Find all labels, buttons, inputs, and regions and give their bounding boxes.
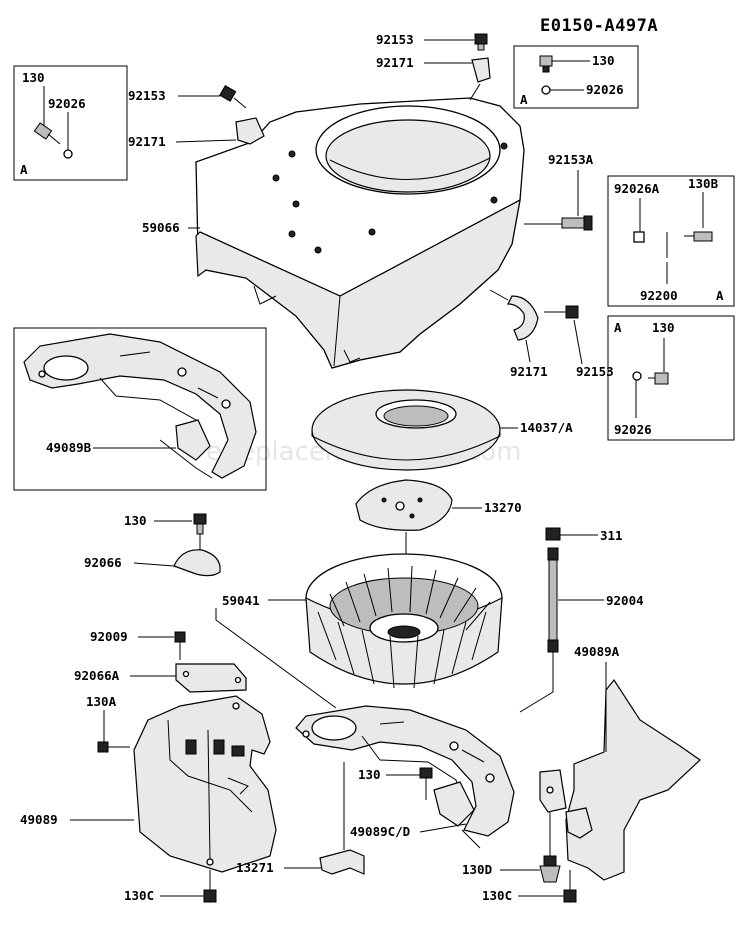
screen-14037-icon (311, 389, 501, 471)
plate-13270-icon (355, 479, 453, 560)
bolt-130-mid-icon (193, 513, 207, 535)
screw-92009-icon (174, 631, 186, 660)
inset-label-92200: 92200 (640, 288, 678, 303)
bolt-92153-top-icon (474, 33, 488, 51)
washer-92026-icon (541, 85, 551, 95)
inset-label-130: 130 (592, 53, 615, 68)
inset-box-a-top-right: 130 92026 A (513, 45, 639, 109)
label-92171-left: 92171 (128, 134, 166, 149)
baffle-49089cd-icon (295, 705, 515, 837)
label-130a: 130A (86, 694, 117, 709)
inset-label-130b: 130B (688, 176, 719, 191)
label-13271: 13271 (236, 860, 274, 875)
bolt-130-icon (33, 122, 61, 145)
label-130c-left: 130C (124, 888, 154, 903)
bolt-130a-icon (97, 741, 130, 753)
inset-label-92026: 92026 (48, 96, 86, 111)
nut-311-icon (545, 527, 561, 541)
label-49089: 49089 (20, 812, 58, 827)
inset-label-130: 130 (22, 70, 45, 85)
label-130d: 130D (462, 862, 492, 877)
inset-variant-label: A (20, 162, 28, 177)
bolt-130-lower-icon (419, 767, 433, 800)
clip-92171-left-icon (235, 117, 265, 145)
washer-92026-icon (632, 371, 642, 381)
label-49089b: 49089B (46, 440, 92, 455)
inset-label-92026a: 92026A (614, 181, 660, 196)
inset-box-right-lower: A 130 92026 (607, 315, 735, 441)
diagram-code: E0150-A497A (540, 16, 658, 36)
cover-92066a-icon (175, 663, 247, 693)
label-130-lower: 130 (358, 767, 381, 782)
bolt-130c-right-icon (563, 870, 577, 903)
clip-92171-right-icon (507, 295, 539, 341)
bolt-130b-icon (684, 231, 713, 242)
label-92153-top: 92153 (376, 32, 414, 47)
label-92171-right: 92171 (510, 364, 548, 379)
bolt-130d-icon (539, 812, 561, 883)
label-14037: 14037/A (520, 420, 573, 435)
label-92153-right: 92153 (576, 364, 614, 379)
bolt-92153-right-icon (544, 305, 579, 319)
inset-label-92026: 92026 (614, 422, 652, 437)
label-92171-top: 92171 (376, 55, 414, 70)
clip-92171-top-icon (471, 57, 491, 83)
baffle-49089a-icon (539, 678, 701, 881)
inset-label-130: 130 (652, 320, 675, 335)
inset-box-a-left: 130 92026 A (13, 65, 128, 181)
label-92066: 92066 (84, 555, 122, 570)
fitting-92153a-icon (524, 215, 593, 231)
inset-label-92026: 92026 (586, 82, 624, 97)
blower-housing-59066 (195, 97, 525, 369)
label-59041: 59041 (222, 593, 260, 608)
stud-92004-icon (547, 547, 559, 653)
bolt-130c-left-icon (203, 870, 217, 903)
cover-92066-icon (173, 549, 221, 577)
inset-variant-label: A (716, 288, 724, 303)
flywheel-59041-icon (305, 553, 503, 689)
inset-box-49089b: 49089B (13, 327, 267, 491)
label-311: 311 (600, 528, 623, 543)
label-59066: 59066 (142, 220, 180, 235)
label-92153-left: 92153 (128, 88, 166, 103)
inset-box-right-mid: 92026A 130B 92200 A (607, 175, 735, 307)
bolt-92153-left-icon (219, 84, 247, 109)
label-92009: 92009 (90, 629, 128, 644)
label-92004: 92004 (606, 593, 644, 608)
label-92153a: 92153A (548, 152, 594, 167)
label-13270: 13270 (484, 500, 522, 515)
inset-variant-label: A (614, 320, 622, 335)
baffle-49089b-icon (23, 333, 257, 479)
label-92066a: 92066A (74, 668, 120, 683)
inset-variant-label: A (520, 92, 528, 107)
label-49089cd: 49089C/D (350, 824, 410, 839)
baffle-49089-icon (133, 695, 277, 873)
bolt-130-icon (648, 372, 669, 385)
washer-92026a-icon (633, 231, 645, 243)
washer-92026-icon (63, 149, 73, 159)
bracket-13271-icon (319, 849, 365, 875)
bolt-130-icon (539, 55, 553, 73)
label-130c-right: 130C (482, 888, 512, 903)
label-49089a: 49089A (574, 644, 620, 659)
label-130-mid: 130 (124, 513, 147, 528)
